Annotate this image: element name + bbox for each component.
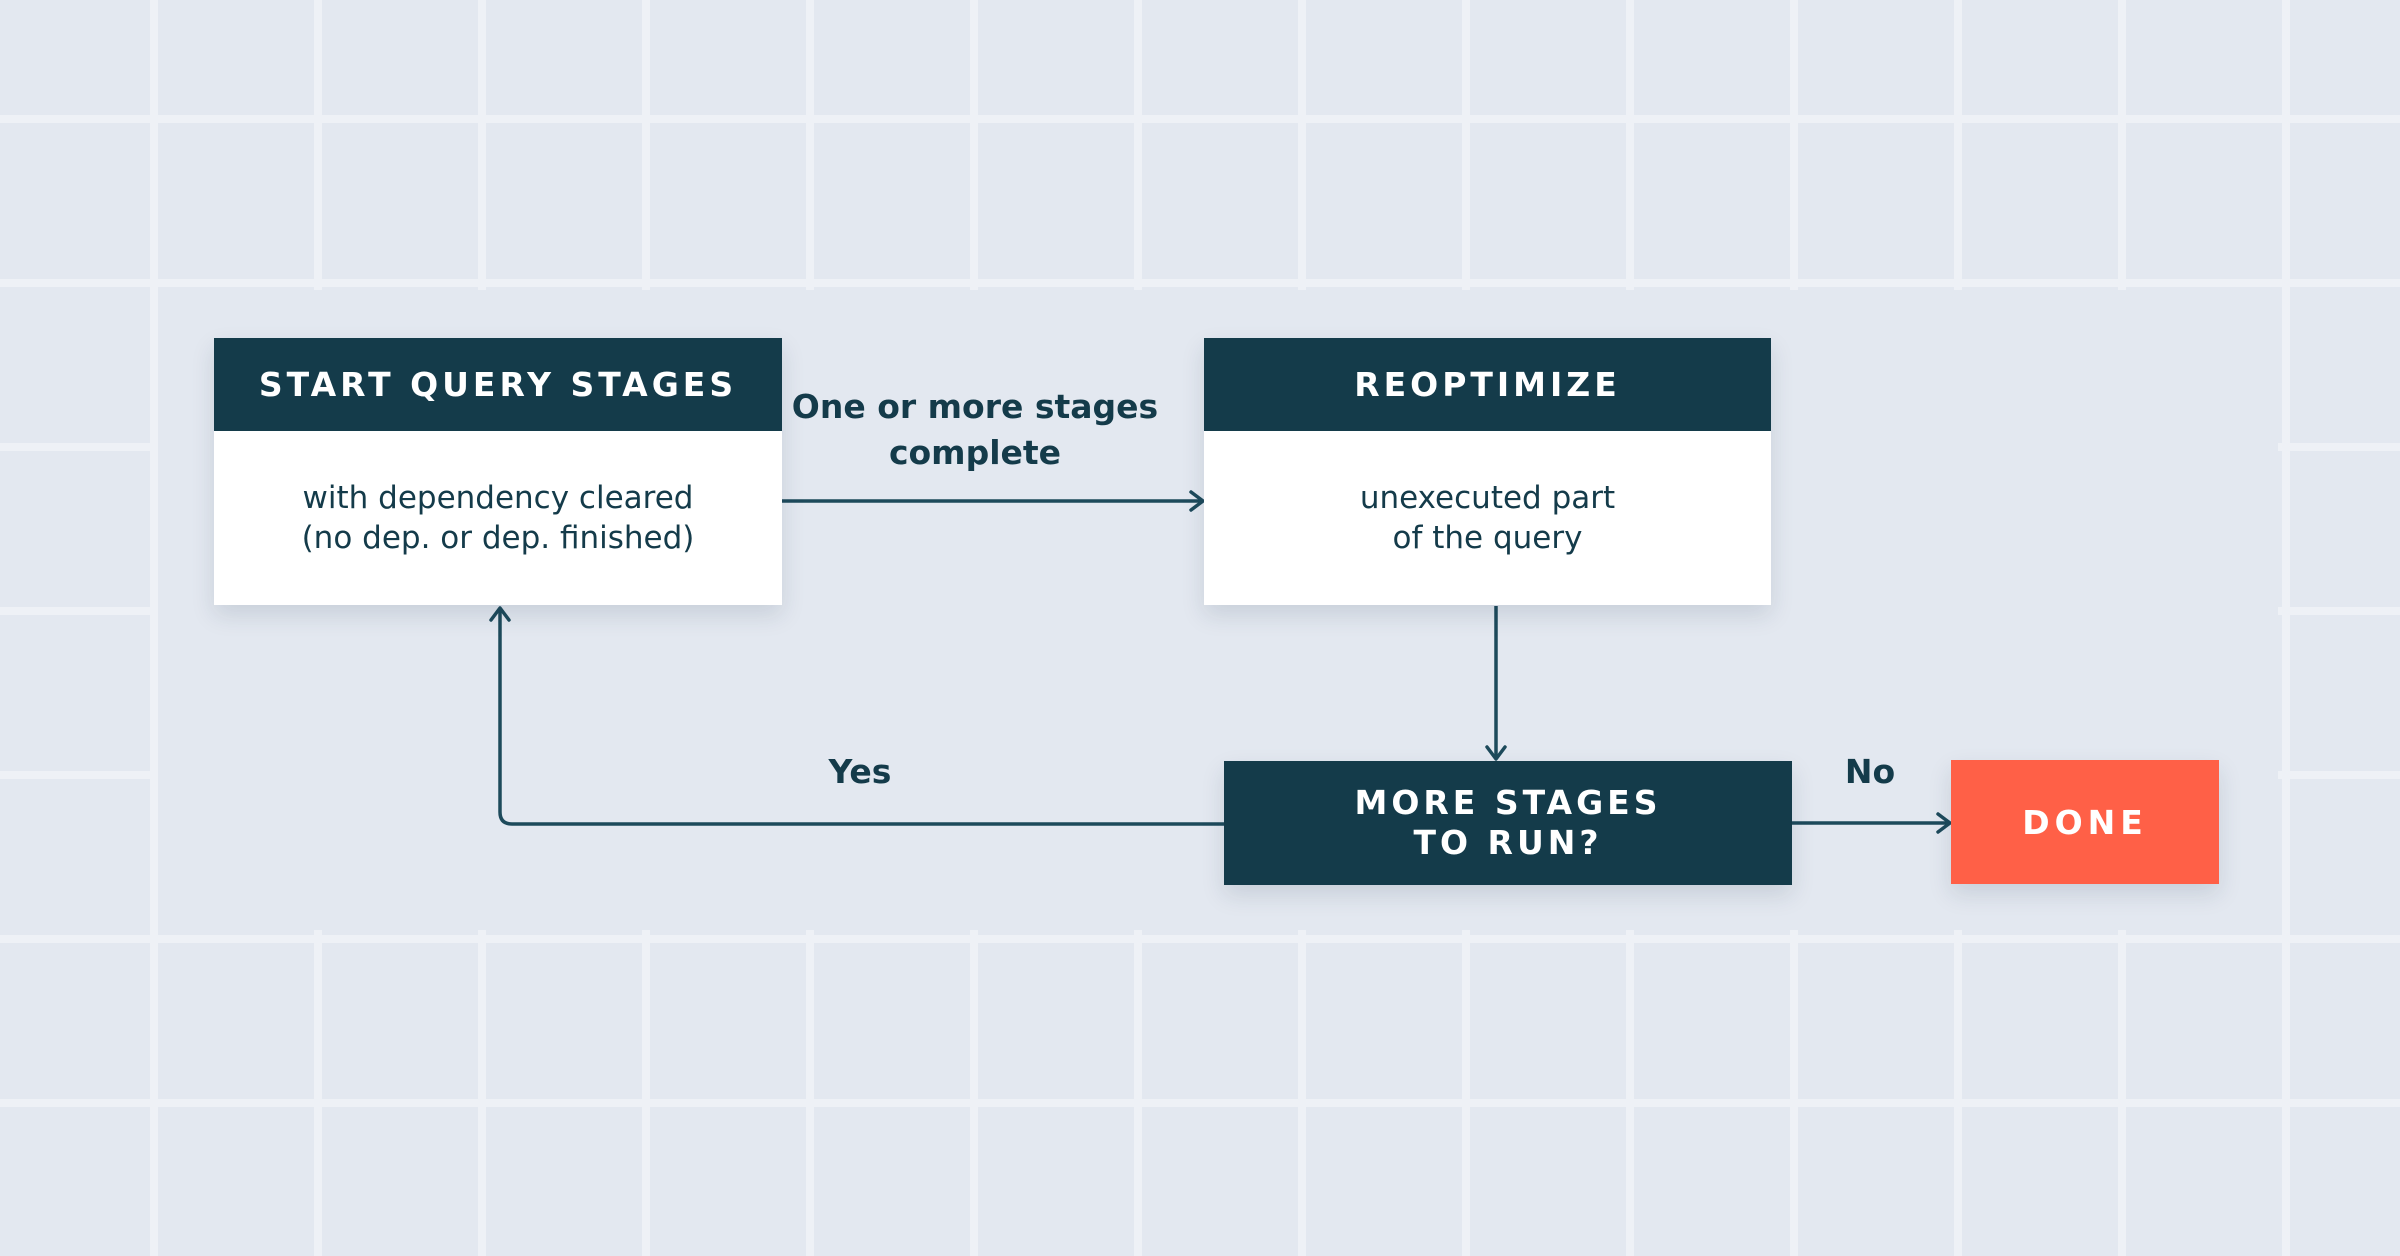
node-start-title: START QUERY STAGES: [214, 338, 782, 431]
node-start-body: with dependency cleared (no dep. or dep.…: [214, 431, 782, 605]
edge-label-no: No: [1844, 752, 1896, 791]
edge-label-stages-complete: One or more stages complete: [791, 387, 1159, 472]
edge-label-yes: Yes: [828, 752, 892, 791]
node-reoptimize-body: unexecuted part of the query: [1204, 431, 1771, 605]
node-decision-more-stages: MORE STAGES TO RUN?: [1224, 761, 1792, 885]
node-start-query-stages: START QUERY STAGES with dependency clear…: [214, 338, 782, 605]
node-reoptimize: REOPTIMIZE unexecuted part of the query: [1204, 338, 1771, 605]
node-done: DONE: [1951, 760, 2219, 884]
node-reoptimize-title: REOPTIMIZE: [1204, 338, 1771, 431]
